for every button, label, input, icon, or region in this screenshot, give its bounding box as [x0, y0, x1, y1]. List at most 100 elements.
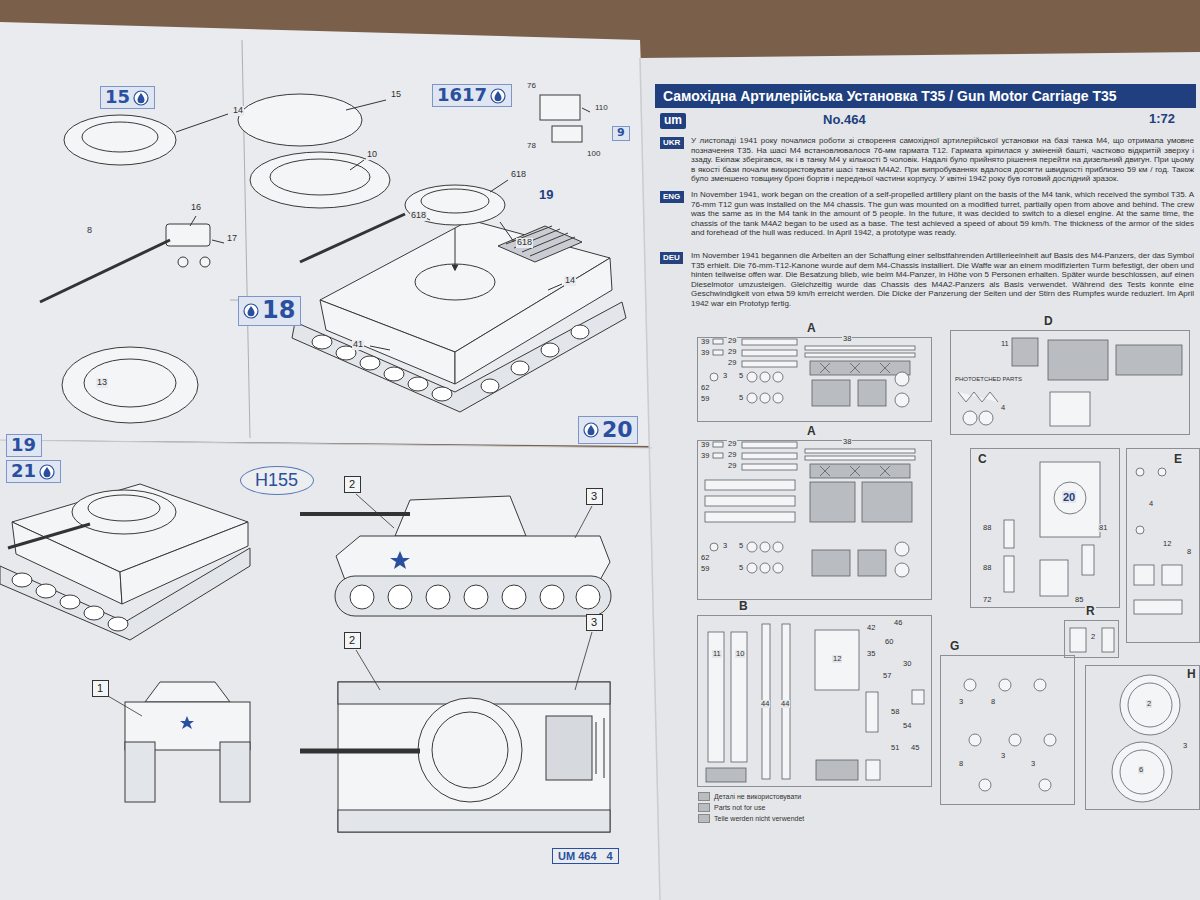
art-ellipse [60, 595, 80, 609]
label-text: 8 [991, 697, 995, 706]
label-text: 5 [739, 393, 743, 402]
label-text: 100 [587, 149, 600, 158]
art-circle [178, 257, 188, 267]
sprue-letter: E [1173, 453, 1183, 466]
label-text: 29 [728, 336, 736, 345]
leader-line [108, 494, 592, 716]
label-text: 5 [739, 371, 743, 380]
art-circle [964, 679, 976, 691]
art-polygon [320, 300, 455, 384]
legend-row: Parts not for use [698, 803, 765, 812]
language-tag: ENG [660, 191, 684, 203]
part-number: 3 [1030, 760, 1036, 768]
label-text: 46 [894, 618, 902, 627]
label-text: 57 [883, 671, 891, 680]
art-use [710, 542, 909, 577]
art-path [350, 160, 364, 170]
art-path [300, 512, 410, 516]
art-rect [1116, 345, 1182, 375]
part-number: 14 [564, 276, 576, 286]
art-path [640, 58, 660, 900]
node-text: UKR [663, 138, 680, 147]
part-number: 10 [735, 650, 745, 658]
label-text: 29 [728, 461, 736, 470]
art-ellipse [88, 495, 160, 521]
art-ellipse [405, 185, 505, 225]
art-path [575, 506, 592, 538]
part-number: 5 [738, 564, 744, 572]
label-text: 38 [843, 437, 851, 446]
art-rect [816, 760, 858, 780]
part-number: 10 [366, 150, 378, 160]
icon-ring [134, 91, 148, 105]
art-path [548, 284, 562, 290]
sprue-frame: H [1085, 665, 1200, 810]
node-text: ENG [663, 192, 680, 201]
art-polygon [145, 682, 230, 702]
sprue-letter: A [806, 425, 817, 438]
label-text: 29 [728, 347, 736, 356]
legend-text: Parts not for use [714, 804, 765, 811]
art-path [596, 718, 604, 778]
art-ellipse [270, 159, 370, 195]
label-text: 11 [713, 649, 721, 658]
art-ellipse [64, 115, 176, 165]
art-path [190, 216, 196, 226]
art-circle [388, 585, 412, 609]
art-rect [810, 482, 855, 522]
label-text: 3 [1031, 759, 1035, 768]
part-number: 39 [700, 452, 710, 460]
node-text: 4 [607, 850, 613, 862]
legend-swatch [698, 814, 710, 823]
label-text: 12 [1163, 539, 1171, 548]
part-number: 110 [594, 104, 609, 113]
callout-box: 3 [586, 614, 603, 631]
node-text: 1617 [437, 85, 487, 106]
art-rect [540, 95, 580, 120]
art-polygon [640, 52, 1200, 900]
label-text: 59 [701, 564, 709, 573]
art-circle [200, 257, 210, 267]
part-number: 8 [958, 760, 964, 768]
part-number: 3 [958, 698, 964, 706]
part-number: 39 [700, 338, 710, 346]
art-path [300, 214, 405, 262]
node-text: 20 [602, 417, 633, 442]
art-circle [432, 712, 508, 788]
art-path [455, 228, 456, 270]
part-number: 12 [832, 655, 842, 663]
art-rect [1082, 545, 1094, 575]
label-text: In November 1941, work began on the crea… [691, 190, 1194, 237]
art-rect [1162, 565, 1182, 585]
art-rect [782, 624, 790, 779]
label-text: 38 [843, 334, 851, 343]
label-text: 45 [911, 743, 919, 752]
part-number: 51 [890, 744, 900, 752]
art-polygon [0, 22, 655, 446]
art-rect [166, 224, 210, 246]
icon-drop [588, 425, 595, 435]
step-number-box: 9 [612, 126, 630, 141]
label-text: 8 [1187, 547, 1191, 556]
node-text: 21 [11, 461, 36, 482]
art-circle [1039, 779, 1051, 791]
part-number: 29 [727, 462, 737, 470]
label-text: 78 [527, 141, 536, 150]
part-number: 30 [902, 660, 912, 668]
part-number: 15 [390, 90, 402, 100]
variant-oval: H155 [240, 466, 314, 495]
label-text: 13 [97, 377, 107, 387]
label-text: 2 [1147, 699, 1151, 708]
art-circle [576, 585, 600, 609]
icon-drop [44, 467, 51, 477]
part-number: 38 [842, 335, 852, 343]
label-text: 44 [781, 699, 789, 708]
sprue-parts [705, 338, 1182, 802]
part-number: 14 [232, 106, 244, 116]
label-text: 4 [1001, 403, 1005, 412]
label-text: 39 [701, 440, 709, 449]
label-text: 8 [959, 759, 963, 768]
art-use [713, 339, 915, 375]
part-number: 62 [700, 554, 710, 562]
